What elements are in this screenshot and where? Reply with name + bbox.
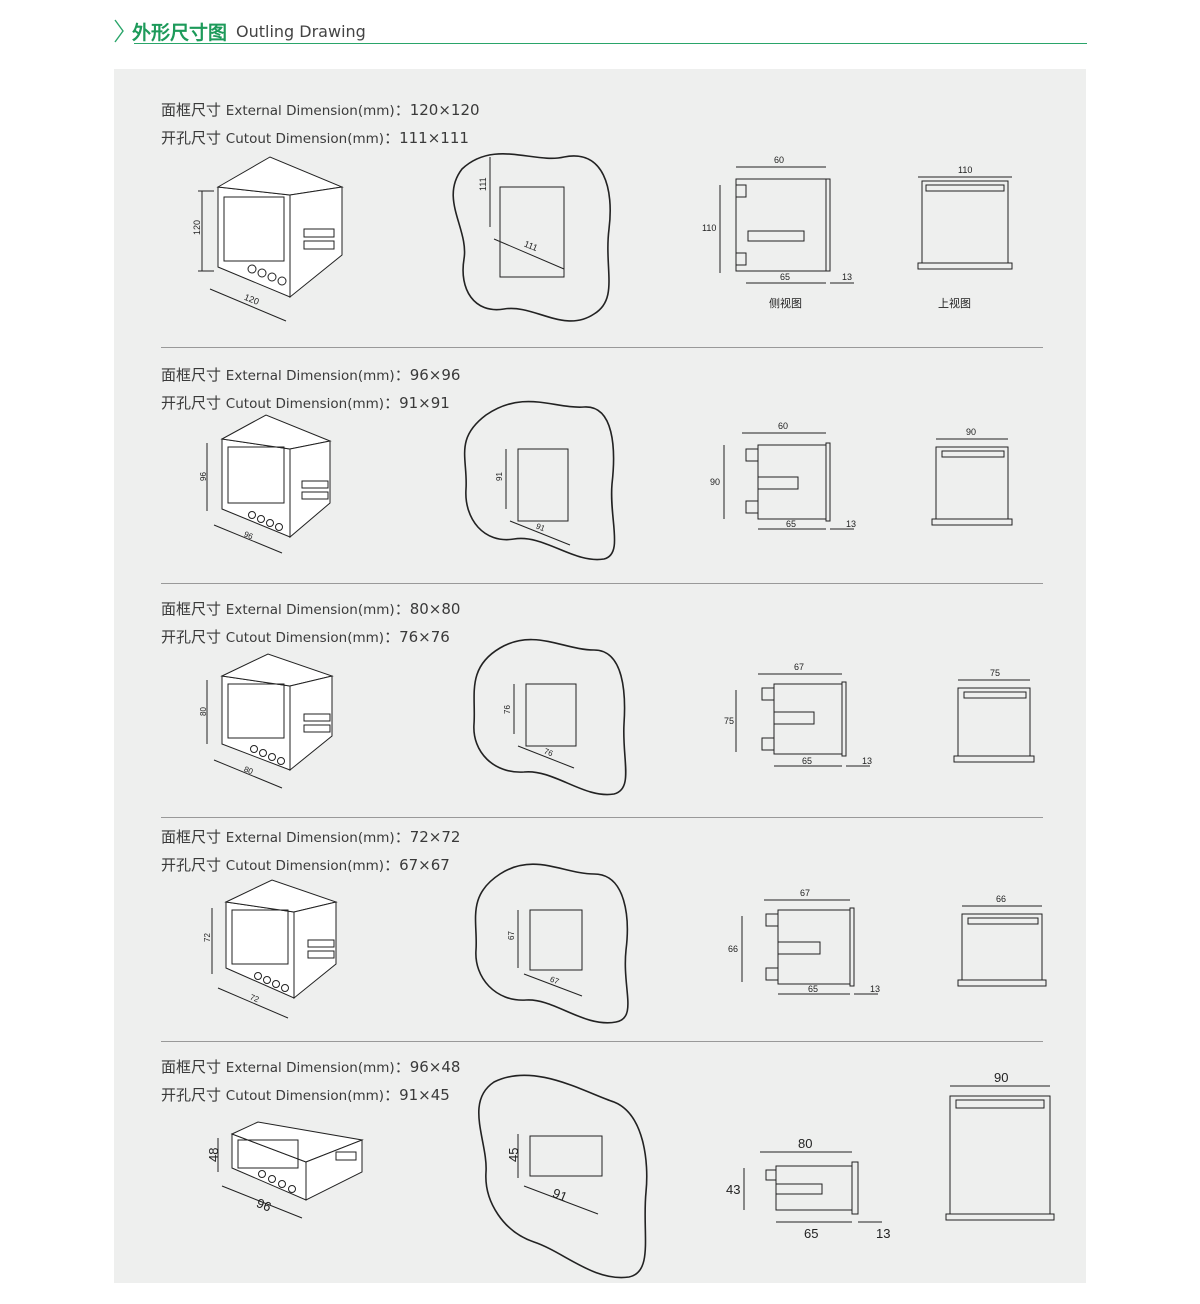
svg-text:110: 110 (958, 165, 972, 175)
page-title-en: Outling Drawing (236, 22, 366, 41)
svg-text:91: 91 (535, 522, 547, 534)
section-divider (161, 347, 1043, 348)
section-drawings: 120 120 111 111 60 (192, 153, 1013, 322)
svg-text:48: 48 (206, 1148, 221, 1162)
svg-text:13: 13 (842, 272, 852, 282)
svg-text:65: 65 (802, 756, 812, 766)
svg-text:111: 111 (478, 177, 488, 191)
external-dimension-line: 面框尺寸 External Dimension(mm)：80×80 (161, 600, 461, 618)
top-view-drawing: 75 (953, 668, 1035, 763)
svg-text:67: 67 (507, 931, 516, 940)
panel-cutout-drawing: 91 91 (463, 400, 616, 561)
external-dimension-line: 面框尺寸 External Dimension(mm)：96×96 (161, 366, 461, 384)
svg-text:90: 90 (966, 427, 976, 437)
cutout-dimension-line: 开孔尺寸 Cutout Dimension(mm)：111×111 (161, 129, 469, 147)
svg-text:上视图: 上视图 (938, 296, 971, 310)
panel-cutout-drawing: 67 67 (474, 863, 629, 1024)
svg-text:60: 60 (778, 421, 788, 431)
svg-text:96: 96 (199, 472, 208, 481)
panel-cutout-drawing: 111 111 (452, 153, 611, 322)
svg-text:66: 66 (996, 894, 1006, 904)
svg-text:75: 75 (990, 668, 1000, 678)
top-view-drawing: 66 (957, 894, 1047, 987)
svg-text:65: 65 (786, 519, 796, 529)
svg-text:120: 120 (243, 292, 261, 307)
svg-text:96: 96 (254, 1195, 273, 1214)
svg-text:72: 72 (249, 993, 261, 1005)
svg-text:45: 45 (506, 1148, 521, 1162)
svg-text:80: 80 (243, 765, 255, 777)
svg-text:76: 76 (543, 747, 555, 759)
section-drawings: 72 72 67 67 67 66 (203, 863, 1047, 1024)
side-view-drawing: 60 110 65 13 侧视图 (702, 155, 854, 310)
external-dimension-line: 面框尺寸 External Dimension(mm)：96×48 (161, 1058, 461, 1076)
side-view-drawing: 60 90 65 13 (710, 421, 856, 530)
svg-text:76: 76 (503, 705, 512, 714)
page-header: 外形尺寸图 Outling Drawing (112, 16, 1087, 46)
isometric-meter-drawing: 80 80 (199, 653, 334, 789)
page-title-cn: 外形尺寸图 (132, 22, 228, 44)
svg-text:67: 67 (794, 662, 804, 672)
cutout-dimension-line: 开孔尺寸 Cutout Dimension(mm)：91×91 (161, 394, 450, 412)
svg-text:111: 111 (523, 239, 539, 253)
svg-text:66: 66 (728, 944, 738, 954)
svg-text:80: 80 (798, 1136, 812, 1151)
top-view-drawing: 110 上视图 (917, 165, 1013, 310)
panel-cutout-drawing: 76 76 (473, 638, 627, 796)
side-view-drawing: 67 66 65 13 (728, 888, 880, 995)
section-divider (161, 817, 1043, 818)
svg-text:43: 43 (726, 1182, 740, 1197)
svg-text:90: 90 (994, 1070, 1008, 1085)
svg-text:65: 65 (808, 984, 818, 994)
svg-text:91: 91 (550, 1185, 569, 1204)
section-72: 面框尺寸 External Dimension(mm)：72×72 开孔尺寸 C… (114, 818, 1086, 1042)
section-96: 面框尺寸 External Dimension(mm)：96×96 开孔尺寸 C… (114, 349, 1086, 584)
svg-text:13: 13 (870, 984, 880, 994)
top-view-drawing: 90 (931, 427, 1013, 526)
panel-cutout-drawing: 45 91 (478, 1074, 648, 1279)
external-dimension-line: 面框尺寸 External Dimension(mm)：120×120 (161, 101, 480, 119)
section-drawings: 80 80 76 76 67 75 (199, 638, 1035, 796)
isometric-meter-drawing: 96 96 (199, 414, 332, 554)
external-dimension-line: 面框尺寸 External Dimension(mm)：72×72 (161, 828, 461, 846)
side-view-drawing: 80 43 65 13 (726, 1136, 890, 1241)
svg-text:80: 80 (199, 707, 208, 716)
isometric-meter-drawing: 48 96 (206, 1121, 364, 1219)
svg-text:90: 90 (710, 477, 720, 487)
chevron-right-icon (114, 19, 124, 43)
cutout-dimension-line: 开孔尺寸 Cutout Dimension(mm)：91×45 (161, 1086, 450, 1104)
section-drawings: 48 96 45 91 80 43 (206, 1070, 1055, 1279)
section-drawings: 96 96 91 91 60 90 (199, 400, 1013, 561)
side-view-drawing: 67 75 65 13 (724, 662, 872, 767)
drawing-panel: 面框尺寸 External Dimension(mm)：120×120 开孔尺寸… (114, 69, 1086, 1283)
cutout-dimension-line: 开孔尺寸 Cutout Dimension(mm)：67×67 (161, 856, 450, 874)
cutout-dimension-line: 开孔尺寸 Cutout Dimension(mm)：76×76 (161, 628, 450, 646)
svg-text:13: 13 (862, 756, 872, 766)
isometric-meter-drawing: 72 72 (203, 879, 338, 1019)
svg-text:75: 75 (724, 716, 734, 726)
isometric-meter-drawing: 120 120 (192, 156, 344, 322)
top-view-drawing: 90 (945, 1070, 1055, 1221)
svg-text:65: 65 (780, 272, 790, 282)
svg-text:96: 96 (243, 530, 255, 542)
svg-text:110: 110 (702, 223, 716, 233)
svg-text:13: 13 (846, 519, 856, 529)
section-80: 面框尺寸 External Dimension(mm)：80×80 开孔尺寸 C… (114, 584, 1086, 818)
svg-text:91: 91 (495, 472, 504, 481)
svg-text:65: 65 (804, 1226, 818, 1241)
svg-text:72: 72 (203, 933, 212, 942)
header-rule (134, 43, 1087, 44)
svg-text:侧视图: 侧视图 (769, 296, 802, 310)
svg-text:120: 120 (192, 220, 202, 235)
svg-text:67: 67 (800, 888, 810, 898)
svg-text:60: 60 (774, 155, 784, 165)
section-96x48: 面框尺寸 External Dimension(mm)：96×48 开孔尺寸 C… (114, 1042, 1086, 1283)
section-120: 面框尺寸 External Dimension(mm)：120×120 开孔尺寸… (114, 69, 1086, 349)
svg-text:13: 13 (876, 1226, 890, 1241)
section-divider (161, 583, 1043, 584)
svg-text:67: 67 (549, 975, 561, 987)
section-divider (161, 1041, 1043, 1042)
